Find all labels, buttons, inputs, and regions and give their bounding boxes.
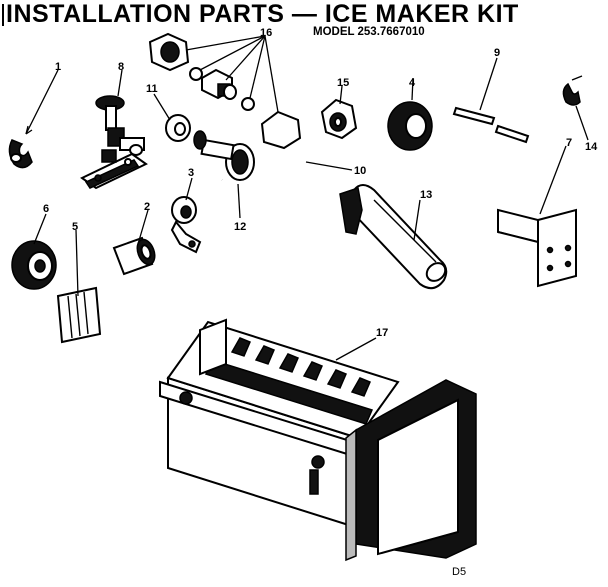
callout-6: 6 bbox=[43, 203, 49, 215]
part-10-fill-tube bbox=[193, 110, 310, 204]
callout-1: 1 bbox=[55, 61, 61, 73]
part-14-clip bbox=[562, 75, 583, 106]
part-11-washer bbox=[165, 114, 191, 142]
part-16-nuts bbox=[148, 32, 255, 111]
callout-5: 5 bbox=[72, 221, 78, 233]
drawing-code: D5 bbox=[452, 566, 467, 578]
part-6-grommet bbox=[11, 240, 57, 290]
callout-13: 13 bbox=[420, 189, 432, 201]
callout-2: 2 bbox=[144, 201, 150, 213]
callout-3: 3 bbox=[188, 167, 194, 179]
part-8-valve bbox=[80, 95, 148, 190]
part-2-sleeve bbox=[112, 236, 156, 276]
part-17-ice-maker bbox=[159, 318, 477, 562]
callout-12: 12 bbox=[234, 221, 246, 233]
part-4-grommet bbox=[387, 101, 433, 151]
callout-11: 11 bbox=[146, 83, 158, 95]
leader-lines bbox=[25, 35, 589, 361]
part-1-clip bbox=[8, 139, 33, 169]
callout-7: 7 bbox=[566, 137, 572, 149]
model-number: MODEL 253.7667010 bbox=[313, 26, 425, 38]
callout-4: 4 bbox=[409, 77, 416, 89]
callout-8: 8 bbox=[118, 61, 124, 73]
callout-14: 14 bbox=[585, 141, 598, 153]
part-9-pins bbox=[452, 106, 530, 144]
part-3-clamp bbox=[170, 196, 202, 254]
part-13-fill-cup bbox=[339, 184, 448, 290]
part-5-pad bbox=[56, 286, 102, 344]
part-7-bracket bbox=[497, 208, 577, 288]
callout-15: 15 bbox=[337, 77, 349, 89]
part-15-nut bbox=[320, 98, 358, 140]
callout-10: 10 bbox=[354, 165, 366, 177]
callout-numbers: 1 2 3 4 5 6 7 8 9 10 11 12 13 14 15 16 1… bbox=[43, 27, 598, 339]
callout-17: 17 bbox=[376, 327, 388, 339]
diagram-title: INSTALLATION PARTS — ICE MAKER KIT bbox=[6, 0, 519, 28]
callout-9: 9 bbox=[494, 47, 500, 59]
callout-16: 16 bbox=[260, 27, 272, 39]
